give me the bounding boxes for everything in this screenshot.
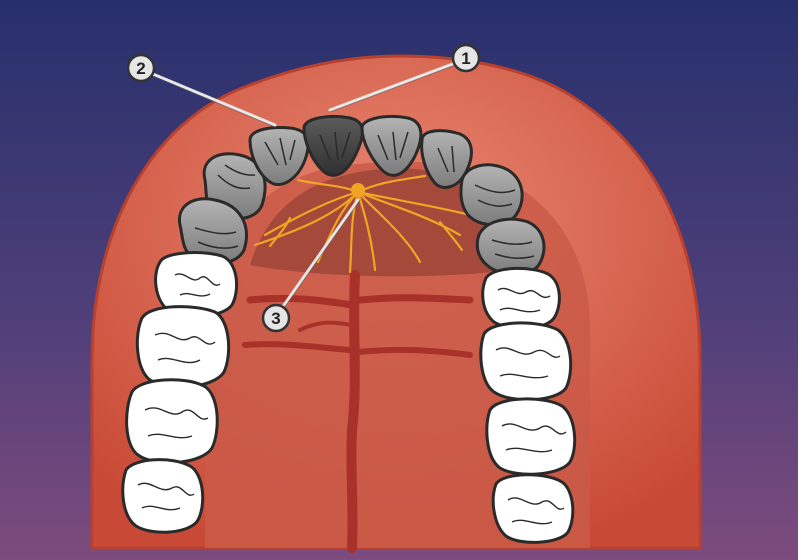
- callout-1: 1: [453, 45, 479, 71]
- tooth-right-canine: [461, 165, 522, 225]
- callout-2-label: 2: [136, 59, 145, 78]
- tooth-right-3: [487, 399, 575, 474]
- tooth-left-2: [137, 307, 228, 387]
- callout-1-label: 1: [461, 49, 470, 68]
- incisive-foramen: [351, 183, 365, 197]
- tooth-right-premolar: [477, 219, 544, 274]
- callout-3: 3: [263, 305, 289, 331]
- callout-3-label: 3: [271, 309, 280, 328]
- tooth-right-2: [481, 323, 571, 400]
- callout-2: 2: [128, 55, 154, 81]
- right-edge: [798, 0, 802, 560]
- tooth-left-3: [127, 380, 218, 463]
- tooth-right-1: [483, 268, 560, 328]
